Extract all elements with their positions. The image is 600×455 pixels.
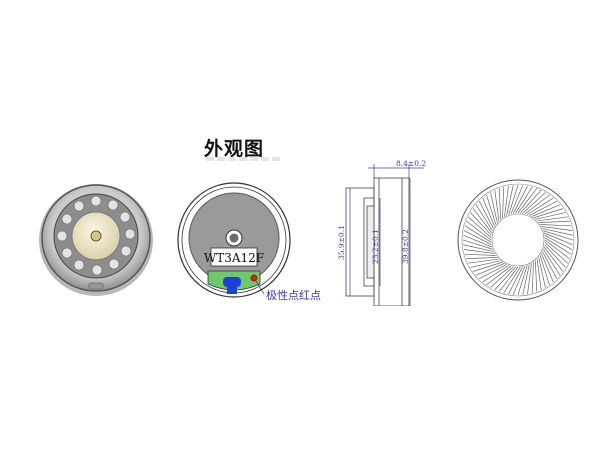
terminal-pad <box>223 277 241 287</box>
diaphragm-spoke <box>508 266 524 295</box>
diaphragm-spoke <box>533 208 564 219</box>
diaphragm-spoke <box>490 192 498 223</box>
diaphragm-spoke <box>494 190 500 221</box>
dim-thickness: 8.4±0.2 <box>396 159 426 168</box>
diaphragm-spoke <box>522 264 530 295</box>
driver-back-view: WT3A12F 极性点红点 <box>177 182 321 302</box>
driver-front-photo <box>39 184 153 296</box>
diaphragm-spoke <box>544 237 572 255</box>
diaphragm-spoke <box>486 194 497 225</box>
diaphragm-spoke <box>538 220 570 223</box>
diaphragm-spoke <box>543 249 561 276</box>
diaphragm-spoke <box>464 253 496 256</box>
polarity-note: 极性点红点 <box>266 288 321 302</box>
diaphragm-spoke <box>463 234 493 248</box>
diaphragm-spoke <box>498 188 501 220</box>
dim-outer: 39.8±0.2 <box>401 229 410 264</box>
diaphragm-spoke <box>543 232 573 246</box>
diaphragm-spoke <box>536 259 542 290</box>
diaphragm-spoke <box>466 220 492 241</box>
diaphragm-spoke <box>494 266 516 291</box>
diaphragm-spoke <box>538 257 546 288</box>
diaphragm-spoke <box>541 226 573 231</box>
diaphragm-spoke <box>544 242 569 264</box>
diaphragm-spoke <box>527 263 532 295</box>
title-reflection <box>206 157 280 161</box>
model-label: WT3A12F <box>204 251 264 265</box>
diaphragm-spoke <box>475 263 505 276</box>
diaphragm-spoke <box>472 261 503 272</box>
diaphragm-spoke <box>542 228 573 236</box>
diaphragm-spoke <box>541 253 554 283</box>
diaphragm-spoke <box>486 265 512 286</box>
diaphragm-spoke <box>512 265 526 295</box>
diaphragm-spoke <box>478 264 507 280</box>
driver-diaphragm-view <box>457 179 579 301</box>
diaphragm-spoke <box>544 234 573 250</box>
polarity-dot <box>250 274 258 282</box>
diaphragm-spoke <box>463 230 492 246</box>
diaphragm-spoke <box>535 260 538 292</box>
diaphragm-spoke <box>531 204 561 217</box>
dim-outer-small: 35.9±0.1 <box>337 225 346 260</box>
diaphragm-spoke <box>543 230 574 241</box>
diaphragm-spoke <box>517 188 538 214</box>
diaphragm-spoke <box>467 216 492 238</box>
page-title: 外观图 <box>204 138 265 160</box>
diaphragm-spoke <box>506 185 514 216</box>
diaphragm-spoke <box>539 255 550 286</box>
diaphragm-spoke <box>520 189 542 214</box>
diaphragm-spoke <box>542 251 558 280</box>
diaphragm-spoke <box>508 184 519 215</box>
diaphragm-spoke <box>475 204 493 231</box>
diaphragm-spoke <box>463 244 494 252</box>
diaphragm-spoke <box>478 200 494 229</box>
diaphragm-spoke <box>517 265 528 296</box>
dim-inner: 23.2±0.1 <box>371 229 380 264</box>
diaphragm-spoke <box>512 185 528 214</box>
diaphragm-spoke <box>466 257 498 260</box>
diaphragm-spoke <box>543 246 564 272</box>
diaphragm-spoke <box>524 194 550 215</box>
diaphragm-spoke <box>463 249 495 254</box>
driver-side-view: 8.4±0.2 35.9±0.1 23.2±0.1 39.8±0.2 <box>337 159 426 306</box>
diaphragm-spoke <box>472 208 493 234</box>
diaphragm-spoke <box>529 200 558 216</box>
diaphragm-spoke <box>544 244 566 268</box>
diaphragm-spoke <box>544 239 570 260</box>
diaphragm-spoke <box>468 258 499 264</box>
diaphragm-spoke <box>464 225 492 243</box>
diaphragm-spoke <box>515 186 533 214</box>
diaphragm-spoke <box>504 185 509 217</box>
diaphragm-spoke <box>462 239 493 250</box>
diaphragm-spoke <box>490 266 514 288</box>
diaphragm-spoke <box>482 197 495 227</box>
diaphragm-spoke <box>510 185 524 215</box>
diaphragm-spoke <box>537 216 568 222</box>
diaphragm-spoke <box>522 192 546 214</box>
diaphragm-spoke <box>503 266 521 294</box>
diaphragm-spoke <box>540 224 572 227</box>
diaphragm-spoke <box>502 186 505 218</box>
diaphragm-spoke <box>531 262 534 294</box>
diaphragm-spoke <box>482 265 509 283</box>
diaphragm-spoke <box>470 260 501 268</box>
diaphragm-spoke <box>527 197 554 215</box>
diaphragm-spoke <box>498 266 519 292</box>
diaphragm-spoke <box>535 212 566 220</box>
diaphragm-spoke <box>470 212 492 236</box>
